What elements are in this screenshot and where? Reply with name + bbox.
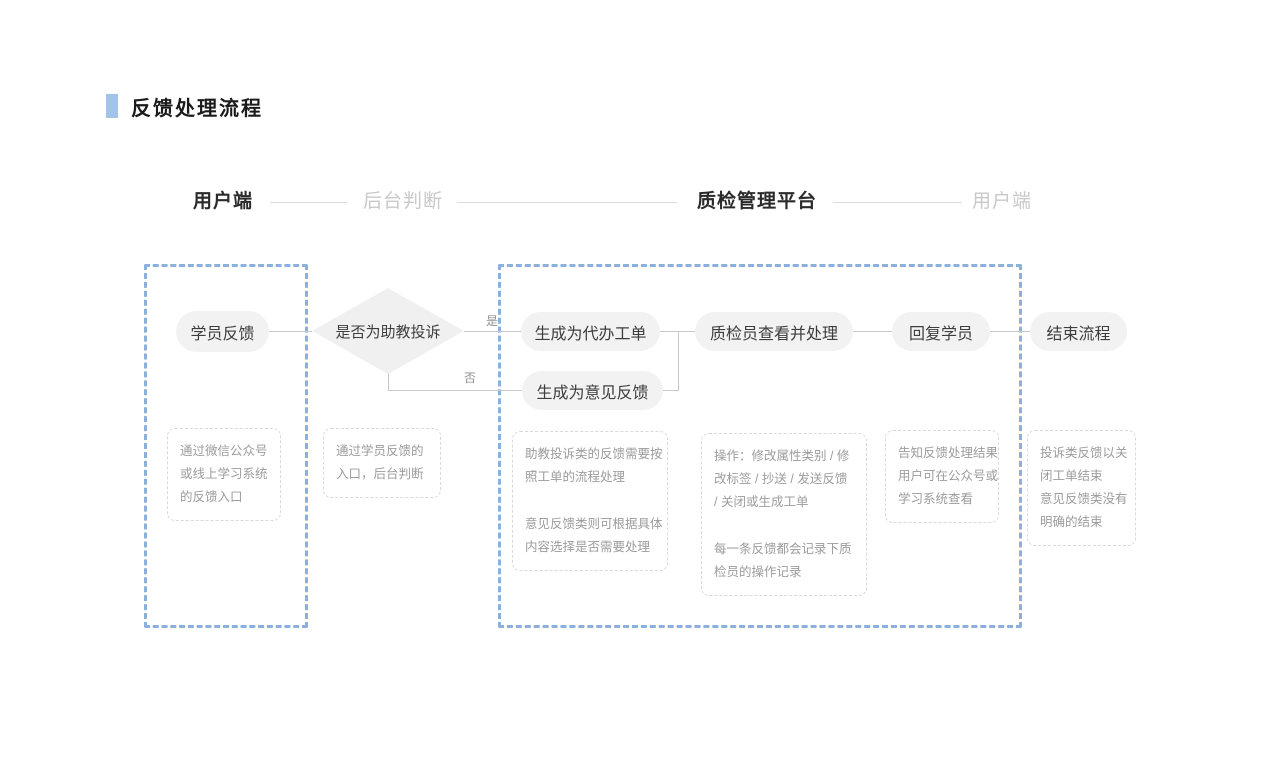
page-title: 反馈处理流程 [131,98,263,120]
node-end-flow: 结束流程 [1030,312,1127,351]
node-student-feedback: 学员反馈 [176,311,269,352]
note-line: 或线上学习系统 [180,467,268,481]
lane-divider [270,202,347,203]
note-line: 入口，后台判断 [336,467,424,481]
note-line: 闭工单结束 [1040,469,1103,483]
note-line: 用户可在公众号或 [898,469,999,483]
note-line: 内容选择是否需要处理 [525,540,651,554]
edge-merge-vertical [678,331,679,391]
title-accent-bar [106,94,118,118]
note-result-notification: 告知反馈处理结果 用户可在公众号或 学习系统查看 [885,430,999,523]
note-paragraph: 每一条反馈都会记录下质 检员的操作记录 [714,538,854,584]
lane-label-client-start: 用户端 [193,191,254,212]
note-line: 操作：修改属性类别 / 修 [714,449,850,463]
note-line: 投诉类反馈以关 [1040,446,1128,460]
lane-label-backend-judge: 后台判断 [363,191,444,212]
edge-label-yes: 是 [486,314,499,328]
qc-platform-stage-boundary [498,264,1022,628]
note-line: 通过学员反馈的 [336,444,424,458]
node-create-todo-ticket: 生成为代办工单 [521,312,660,351]
note-line: / 关闭或生成工单 [714,495,809,509]
note-line: 检员的操作记录 [714,565,802,579]
note-line: 的反馈入口 [180,490,243,504]
node-inspector-review: 质检员查看并处理 [695,312,853,351]
note-paragraph: 助教投诉类的反馈需要按 照工单的流程处理 [525,443,663,489]
note-line: 意见反馈类则可根据具体 [525,517,663,531]
note-flow-ending: 投诉类反馈以关 闭工单结束 意见反馈类没有 明确的结束 [1027,430,1136,546]
note-line: 告知反馈处理结果 [898,446,999,460]
note-line: 照工单的流程处理 [525,470,626,484]
client-stage-boundary [144,264,308,628]
note-line: 改标签 / 抄送 / 发送反馈 [714,472,848,486]
note-ticket-handling-rules: 助教投诉类的反馈需要按 照工单的流程处理 意见反馈类则可根据具体 内容选择是否需… [512,431,668,571]
edge-opinion-merge-stub [663,390,678,391]
edge-decision-no-drop [388,373,389,391]
note-line: 助教投诉类的反馈需要按 [525,447,663,461]
edge-student-to-decision [269,331,312,332]
lane-divider [833,202,962,203]
edge-reply-to-end [990,331,1030,332]
note-line: 通过微信公众号 [180,444,268,458]
note-line: 每一条反馈都会记录下质 [714,542,852,556]
note-inspector-operations: 操作：修改属性类别 / 修 改标签 / 抄送 / 发送反馈 / 关闭或生成工单 … [701,433,867,596]
node-decision-is-assistant-complaint: 是否为助教投诉 [312,288,464,374]
edge-inspector-to-reply [853,331,892,332]
note-line: 学习系统查看 [898,492,974,506]
edge-decision-no-run [388,390,522,391]
note-entry-channels: 通过微信公众号 或线上学习系统 的反馈入口 [167,428,281,521]
edge-label-no: 否 [464,371,477,385]
edge-todo-to-inspector [660,331,695,332]
note-line: 明确的结束 [1040,515,1103,529]
note-line: 意见反馈类没有 [1040,492,1128,506]
note-paragraph: 操作：修改属性类别 / 修 改标签 / 抄送 / 发送反馈 / 关闭或生成工单 [714,445,854,514]
lane-label-qc-platform: 质检管理平台 [697,191,818,212]
note-paragraph: 意见反馈类则可根据具体 内容选择是否需要处理 [525,513,663,559]
lane-label-client-end: 用户端 [972,191,1033,212]
node-reply-student: 回复学员 [892,312,990,351]
node-create-opinion-feedback: 生成为意见反馈 [522,371,663,410]
edge-decision-yes [464,331,521,332]
lane-divider [457,202,677,203]
note-backend-entry: 通过学员反馈的 入口，后台判断 [323,428,441,498]
